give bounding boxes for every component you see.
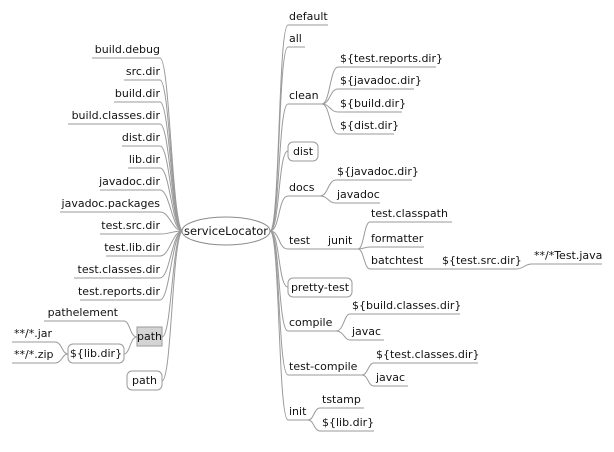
target-node[interactable]: pretty-test bbox=[291, 281, 350, 294]
lib-dir-node-label[interactable]: ${lib.dir} bbox=[70, 347, 122, 360]
test-compile-children: ${test.classes.dir} javac bbox=[375, 348, 479, 384]
junit-child-node[interactable]: test.classpath bbox=[371, 207, 448, 220]
target-node[interactable]: init bbox=[289, 405, 307, 418]
clean-child-node[interactable]: ${test.reports.dir} bbox=[340, 52, 443, 65]
init-child-node[interactable]: tstamp bbox=[322, 393, 361, 406]
target-node[interactable]: clean bbox=[289, 89, 319, 102]
target-node[interactable]: all bbox=[289, 32, 302, 45]
clean-children: ${test.reports.dir} ${javadoc.dir} ${bui… bbox=[340, 52, 443, 132]
property-node[interactable]: build.debug bbox=[95, 43, 160, 56]
jar-pattern-node[interactable]: **/*.jar bbox=[14, 327, 52, 340]
clean-child-node[interactable]: ${dist.dir} bbox=[340, 119, 399, 132]
compile-children: ${build.classes.dir} javac bbox=[351, 299, 461, 338]
property-node[interactable]: javadoc.dir bbox=[98, 175, 160, 188]
path-group: path pathelement ${lib.dir} **/*.jar **/… bbox=[14, 306, 163, 364]
path-single-node-label[interactable]: path bbox=[132, 374, 157, 387]
target-node[interactable]: compile bbox=[289, 316, 333, 329]
left-property-nodes: build.debug src.dir build.dir build.clas… bbox=[61, 43, 161, 298]
target-node[interactable]: dist bbox=[293, 145, 314, 158]
pathelement-node[interactable]: pathelement bbox=[48, 306, 119, 319]
property-node[interactable]: test.src.dir bbox=[101, 219, 160, 232]
property-node[interactable]: test.reports.dir bbox=[78, 285, 160, 298]
test-compile-child-node[interactable]: ${test.classes.dir} bbox=[376, 348, 479, 361]
docs-children: ${javadoc.dir} javadoc bbox=[336, 165, 419, 201]
path-single-group: path bbox=[126, 370, 163, 391]
junit-child-node[interactable]: formatter bbox=[371, 232, 424, 245]
right-boxed-nodes bbox=[287, 141, 353, 298]
property-node[interactable]: test.lib.dir bbox=[104, 241, 160, 254]
test-subtree: junit test.classpath formatter batchtest… bbox=[327, 207, 602, 267]
path-node-label[interactable]: path bbox=[137, 330, 162, 343]
init-child-node[interactable]: ${lib.dir} bbox=[322, 416, 374, 429]
init-children: tstamp ${lib.dir} bbox=[322, 393, 374, 429]
batchtest-dir-node[interactable]: ${test.src.dir} bbox=[442, 254, 522, 267]
target-node[interactable]: test bbox=[289, 234, 311, 247]
clean-child-node[interactable]: ${build.dir} bbox=[340, 97, 406, 110]
property-node[interactable]: build.classes.dir bbox=[72, 109, 161, 122]
target-node[interactable]: test-compile bbox=[289, 360, 358, 373]
test-compile-child-node[interactable]: javac bbox=[375, 371, 405, 384]
target-node[interactable]: docs bbox=[289, 181, 315, 194]
path-single-node-box[interactable] bbox=[126, 370, 163, 391]
docs-child-node[interactable]: javadoc bbox=[336, 188, 380, 201]
root-label[interactable]: serviceLocator bbox=[184, 224, 268, 238]
compile-child-node[interactable]: ${build.classes.dir} bbox=[352, 299, 461, 312]
property-node[interactable]: test.classes.dir bbox=[78, 263, 161, 276]
property-node[interactable]: src.dir bbox=[126, 65, 161, 78]
right-target-nodes: default all clean dist docs test pretty-… bbox=[289, 10, 358, 418]
property-node[interactable]: dist.dir bbox=[122, 131, 161, 144]
compile-child-node[interactable]: javac bbox=[351, 325, 381, 338]
right-connectors bbox=[269, 24, 533, 432]
zip-pattern-node[interactable]: **/*.zip bbox=[14, 348, 54, 361]
clean-child-node[interactable]: ${javadoc.dir} bbox=[340, 74, 422, 87]
property-node[interactable]: lib.dir bbox=[129, 153, 161, 166]
root-node[interactable]: serviceLocator bbox=[181, 216, 271, 246]
target-node[interactable]: default bbox=[289, 10, 328, 23]
pretty-test-node-box[interactable] bbox=[287, 277, 353, 298]
junit-node[interactable]: junit bbox=[327, 234, 353, 247]
batchtest-pattern-node[interactable]: **/*Test.java bbox=[534, 249, 602, 262]
junit-child-node[interactable]: batchtest bbox=[371, 254, 424, 267]
left-underlines bbox=[12, 57, 160, 364]
property-node[interactable]: build.dir bbox=[115, 87, 161, 100]
lib-dir-node-box[interactable] bbox=[67, 343, 125, 364]
docs-child-node[interactable]: ${javadoc.dir} bbox=[337, 165, 419, 178]
path-node-box-highlighted[interactable] bbox=[136, 326, 163, 347]
left-connectors bbox=[54, 57, 184, 382]
property-node[interactable]: javadoc.packages bbox=[61, 197, 161, 210]
right-underlines bbox=[288, 24, 602, 432]
dist-node-box[interactable] bbox=[287, 141, 319, 162]
